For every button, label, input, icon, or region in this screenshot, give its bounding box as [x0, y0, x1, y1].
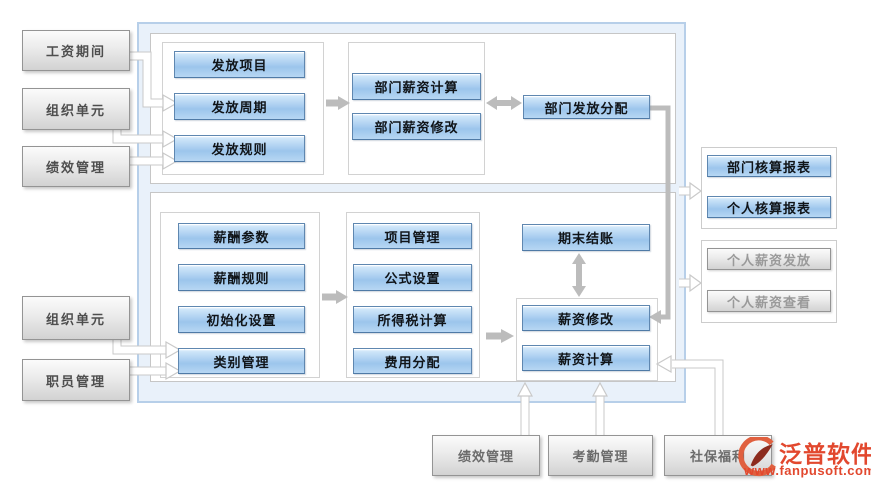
node-attendance-mgmt: 考勤管理	[548, 435, 653, 476]
fanpu-logo-icon	[738, 437, 776, 477]
node-init-setup: 初始化设置	[178, 306, 305, 333]
node-org-unit-bottom: 组织单元	[22, 296, 130, 340]
node-salary-params: 薪酬参数	[178, 223, 305, 249]
node-income-tax-calc: 所得税计算	[353, 306, 472, 333]
brand-url: www.fanpusoft.com	[744, 463, 871, 478]
node-period-end-closing: 期末结账	[522, 224, 650, 251]
node-dept-salary-edit: 部门薪资修改	[352, 113, 481, 140]
node-formula-setup: 公式设置	[353, 264, 472, 291]
node-salary-calc: 薪资计算	[522, 345, 650, 371]
gray-arrows	[322, 96, 671, 343]
node-performance-input-bottom: 绩效管理	[432, 435, 540, 476]
node-dept-report: 部门核算报表	[707, 155, 831, 177]
fanpu-watermark: 泛普软件 www.fanpusoft.com	[735, 434, 871, 482]
white-arrow-heads	[162, 93, 703, 397]
node-staff-mgmt: 职员管理	[22, 359, 130, 401]
node-social-security: 社保福利	[664, 435, 772, 476]
node-issue-item: 发放项目	[174, 51, 305, 78]
node-project-mgmt: 项目管理	[353, 223, 472, 249]
node-issue-rule: 发放规则	[174, 135, 305, 162]
node-dept-issue-allocation: 部门发放分配	[523, 95, 650, 119]
node-org-unit-top: 组织单元	[22, 88, 130, 130]
white-arrow-bands	[113, 52, 723, 437]
node-performance-input-top: 绩效管理	[22, 146, 130, 187]
dept-salary-group-panel	[348, 42, 485, 175]
node-dept-salary-calc: 部门薪资计算	[352, 73, 481, 100]
node-issue-cycle: 发放周期	[174, 93, 305, 120]
node-salary-edit: 薪资修改	[522, 305, 650, 331]
node-expense-allocation: 费用分配	[353, 348, 472, 374]
node-salary-rules: 薪酬规则	[178, 264, 305, 291]
node-personal-salary-issue: 个人薪资发放	[707, 248, 831, 270]
node-personal-report: 个人核算报表	[707, 196, 831, 218]
node-personal-salary-view: 个人薪资查看	[707, 290, 831, 312]
node-salary-period: 工资期间	[22, 30, 130, 71]
brand-name: 泛普软件	[779, 441, 871, 467]
node-category-mgmt: 类别管理	[178, 348, 305, 374]
